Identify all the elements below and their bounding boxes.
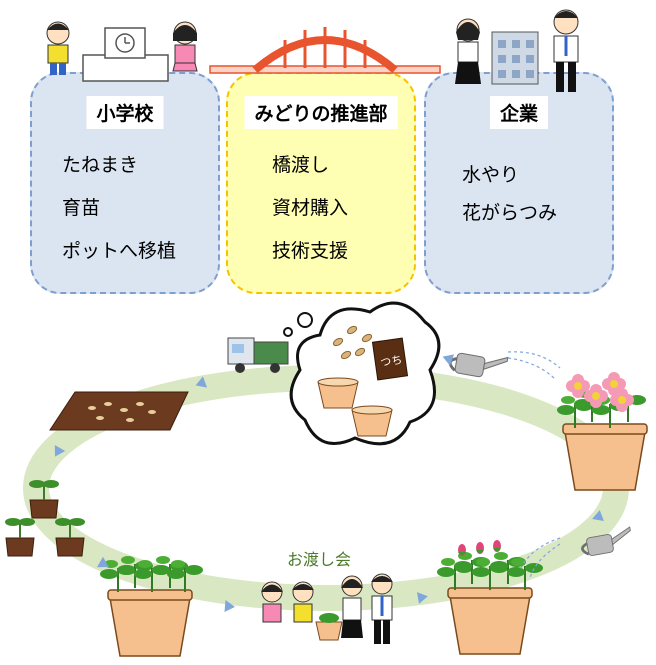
soil-label: つち (380, 353, 404, 369)
water-spray (507, 351, 561, 579)
company-task-1: 水やり (462, 164, 520, 186)
truck-icon (227, 337, 289, 373)
school-task-1: たねまき (62, 154, 139, 176)
supplies-thought-bubble: つち (283, 301, 441, 446)
school-task-list: たねまき 育苗 ポットへ移植 (62, 152, 176, 281)
midori-task-list: 橋渡し 資材購入 技術支援 (272, 152, 348, 281)
handover-event-label: お渡し会 (287, 550, 352, 569)
company-title: 企業 (489, 96, 549, 129)
midori-title: みどりの推進部 (244, 96, 398, 129)
girl-student-icon (172, 21, 198, 72)
blooming-pot-icon (556, 372, 648, 491)
company-panel: 企業 水やり 花がらつみ (424, 72, 614, 294)
school-task-2: 育苗 (62, 197, 101, 219)
seed-bed-icon (49, 391, 189, 431)
midori-panel: みどりの推進部 橋渡し 資材購入 技術支援 (226, 72, 416, 294)
company-task-2: 花がらつみ (462, 202, 558, 224)
male-worker-icon (553, 9, 579, 92)
handover-group-icon (261, 573, 393, 644)
seedling-pots-icon (4, 479, 86, 557)
school-title: 小学校 (86, 96, 164, 129)
midori-task-3: 技術支援 (272, 240, 349, 262)
transplanted-pot-icon (99, 555, 204, 657)
school-building-icon (82, 27, 169, 82)
company-task-list: 水やり 花がらつみ (462, 162, 557, 238)
midori-task-2: 資材購入 (272, 197, 349, 219)
female-worker-icon (455, 18, 481, 84)
soil-bag-icon (371, 337, 409, 381)
bridge-icon (209, 27, 441, 74)
office-building-icon (491, 31, 539, 85)
watering-can-icon (447, 346, 510, 383)
school-task-3: ポットへ移植 (62, 240, 177, 262)
school-panel: 小学校 たねまき 育苗 ポットへ移植 (30, 72, 220, 294)
midori-task-1: 橋渡し (272, 154, 330, 176)
boy-student-icon (46, 21, 70, 75)
